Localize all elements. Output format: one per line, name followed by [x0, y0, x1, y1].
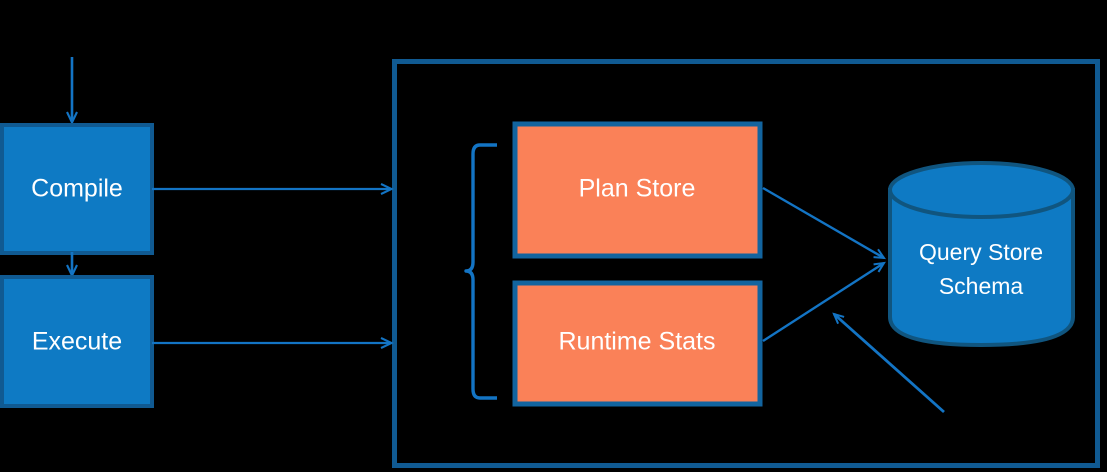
- grouping-brace-icon: [464, 143, 497, 400]
- compile-label: Compile: [31, 175, 123, 203]
- runtime-stats-label: Runtime Stats: [558, 328, 715, 356]
- execute-box: [0, 275, 154, 408]
- query-store-boundary: [392, 59, 1100, 468]
- node-execute[interactable]: Execute: [0, 275, 154, 408]
- execute-label: Execute: [32, 328, 122, 356]
- query-store-schema-label-line2: Schema: [939, 273, 1024, 299]
- cylinder-top: [888, 161, 1075, 219]
- connector-plan-store-to-schema: [762, 186, 887, 260]
- node-compile[interactable]: Compile: [0, 123, 154, 255]
- compile-box: [0, 123, 154, 255]
- connector-runtime-stats-to-schema: [762, 261, 886, 343]
- connector-external-to-schema: [832, 312, 945, 414]
- node-runtime-stats[interactable]: Runtime Stats: [512, 280, 763, 407]
- cylinder-body: [888, 188, 1075, 348]
- plan-store-box: [512, 121, 763, 259]
- plan-store-label: Plan Store: [579, 175, 696, 203]
- query-store-schema-label-line1: Query Store: [919, 239, 1043, 265]
- runtime-stats-box: [512, 280, 763, 407]
- node-query-store-schema[interactable]: Query Store Schema: [888, 161, 1075, 348]
- node-plan-store[interactable]: Plan Store: [512, 121, 763, 259]
